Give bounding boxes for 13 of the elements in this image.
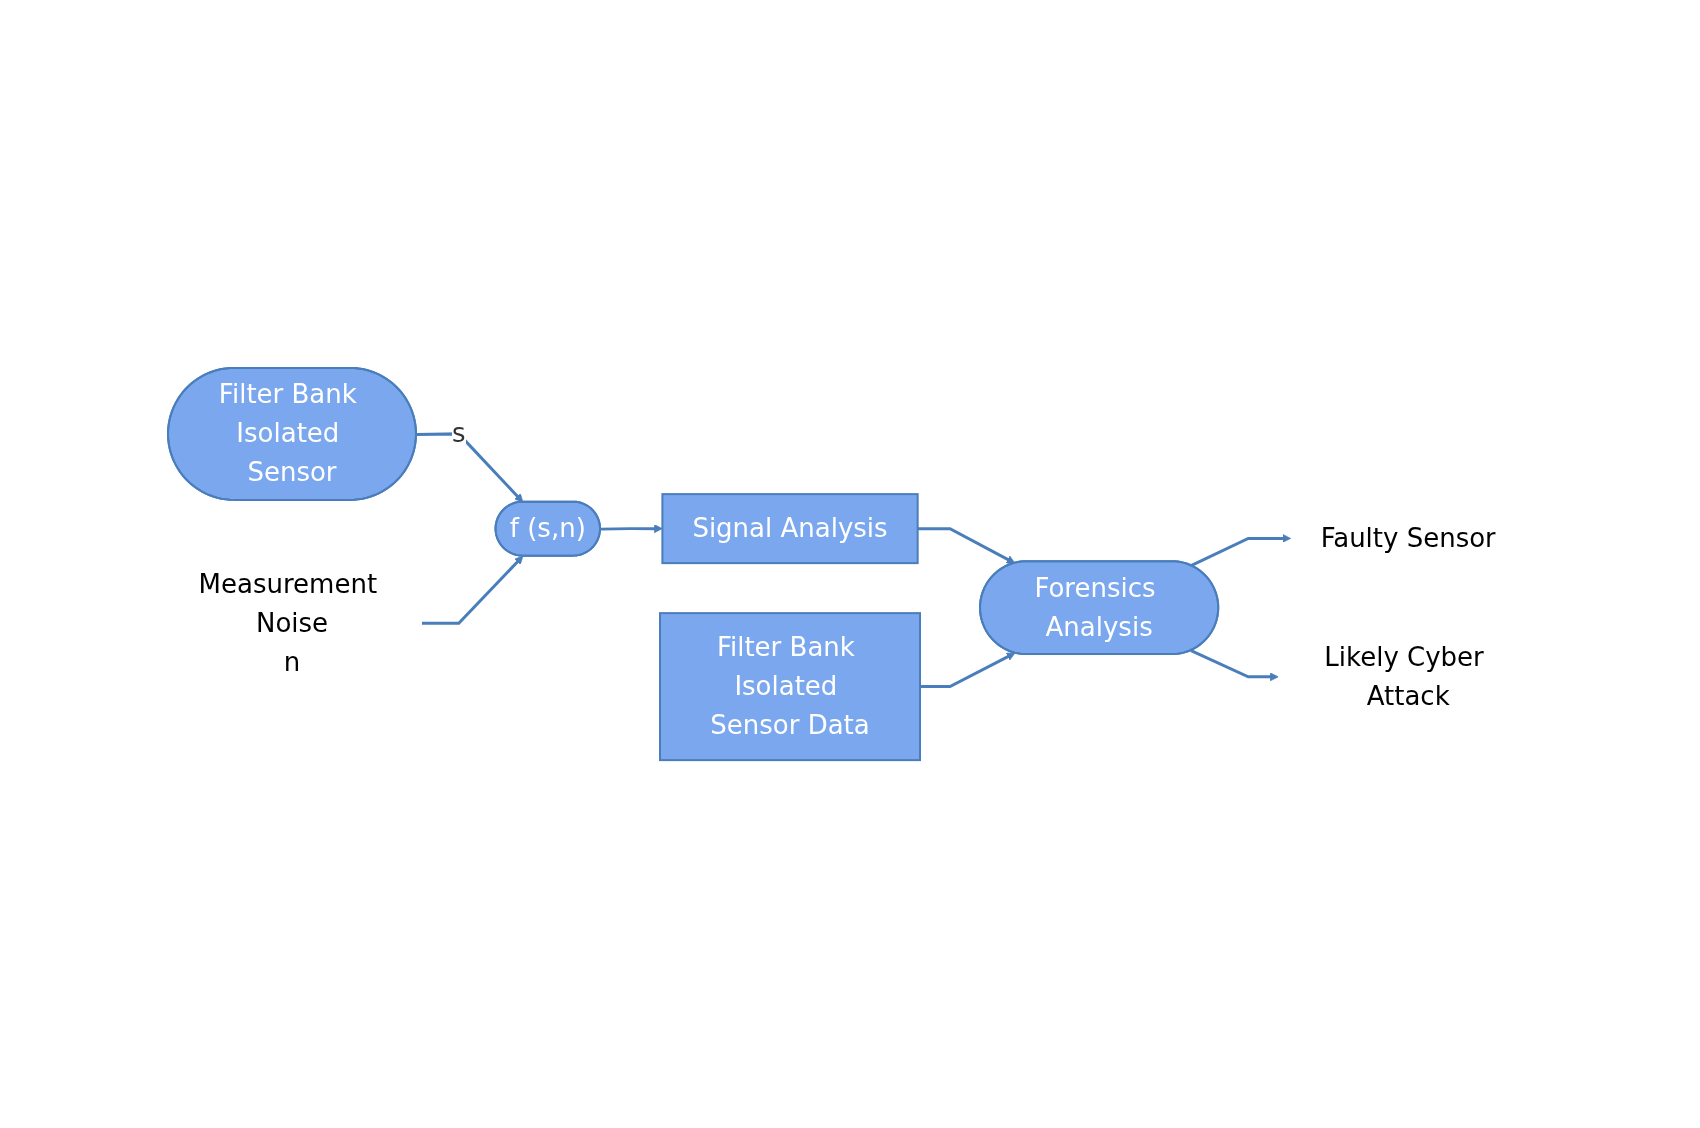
node-text: Faulty Sensor — [1320, 522, 1496, 553]
arrow — [1190, 534, 1291, 567]
node-text: Likely Cyber Attack — [1324, 641, 1484, 711]
arrow — [421, 555, 524, 625]
arrow — [600, 524, 663, 534]
arrow — [1190, 649, 1279, 682]
node-box: Filter Bank Isolated Sensor Data — [658, 612, 921, 762]
arrow — [919, 652, 1016, 689]
arrow — [917, 527, 1016, 564]
edge-label: s — [451, 418, 466, 449]
node-text: Measurement Noise n — [198, 568, 377, 677]
node-box: Signal Analysis — [661, 493, 919, 565]
arrow — [416, 432, 524, 503]
